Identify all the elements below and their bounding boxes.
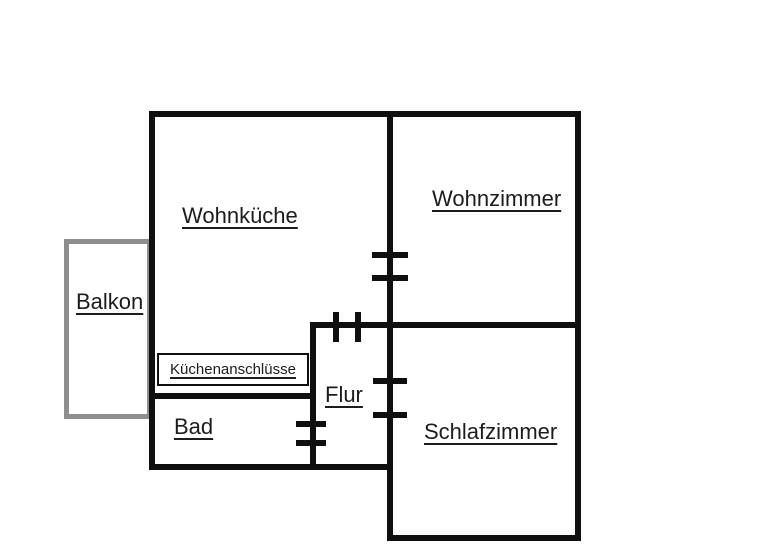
- door-marker-flur-schlafzimmer-icon: [373, 412, 407, 418]
- door-marker-wohnkueche-flur-icon: [333, 312, 339, 342]
- door-marker-wohnkueche-flur-icon: [355, 312, 361, 342]
- door-marker-flur-schlafzimmer-icon: [373, 378, 407, 384]
- wall-bottom-left: [149, 464, 393, 470]
- wall-top: [149, 111, 581, 117]
- schlafzimmer-label: Schlafzimmer: [424, 419, 558, 444]
- balkon-label: Balkon: [76, 289, 144, 314]
- door-marker-wohnkueche-wohnzimmer-icon: [372, 252, 408, 258]
- kuechenanschluesse-label: Küchenanschlüsse: [170, 361, 296, 378]
- bad-label: Bad: [174, 414, 214, 439]
- flur-label: Flur: [325, 382, 363, 407]
- door-marker-bad-flur-icon: [296, 440, 326, 446]
- wall-left: [149, 111, 155, 470]
- wohnzimmer-label: Wohnzimmer: [432, 186, 562, 211]
- wall-schlafzimmer-bottom: [387, 535, 581, 541]
- wohnkueche-label: Wohnküche: [182, 203, 298, 228]
- balkon-room-outline: [64, 239, 152, 419]
- wall-bad-top: [149, 393, 316, 399]
- wall-flur-left: [310, 322, 316, 470]
- wall-middle-horizontal: [310, 322, 581, 328]
- door-marker-bad-flur-icon: [296, 421, 326, 427]
- kuechenanschluesse-box: Küchenanschlüsse: [157, 353, 309, 386]
- door-marker-wohnkueche-wohnzimmer-icon: [372, 275, 408, 281]
